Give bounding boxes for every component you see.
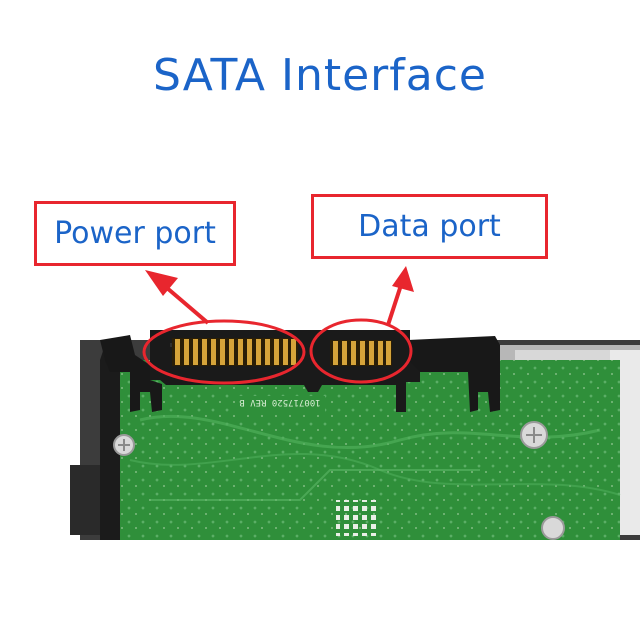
power-port-pins <box>172 338 298 366</box>
arrow-icon <box>145 266 414 326</box>
power-port-label-text: Power port <box>54 216 216 251</box>
power-port-highlight <box>142 319 306 385</box>
page-title: SATA Interface <box>153 50 487 101</box>
data-port-pins <box>330 340 392 366</box>
svg-text:100717520 REV B: 100717520 REV B <box>239 397 320 407</box>
pcb-board: 100717520 REV B <box>100 340 621 540</box>
screw-icon <box>113 421 565 540</box>
highlight-ellipses <box>142 318 413 385</box>
data-port-label: Data port <box>311 194 548 259</box>
power-port-label: Power port <box>34 201 236 266</box>
data-port-highlight <box>309 318 413 384</box>
data-port-label-text: Data port <box>358 209 501 244</box>
